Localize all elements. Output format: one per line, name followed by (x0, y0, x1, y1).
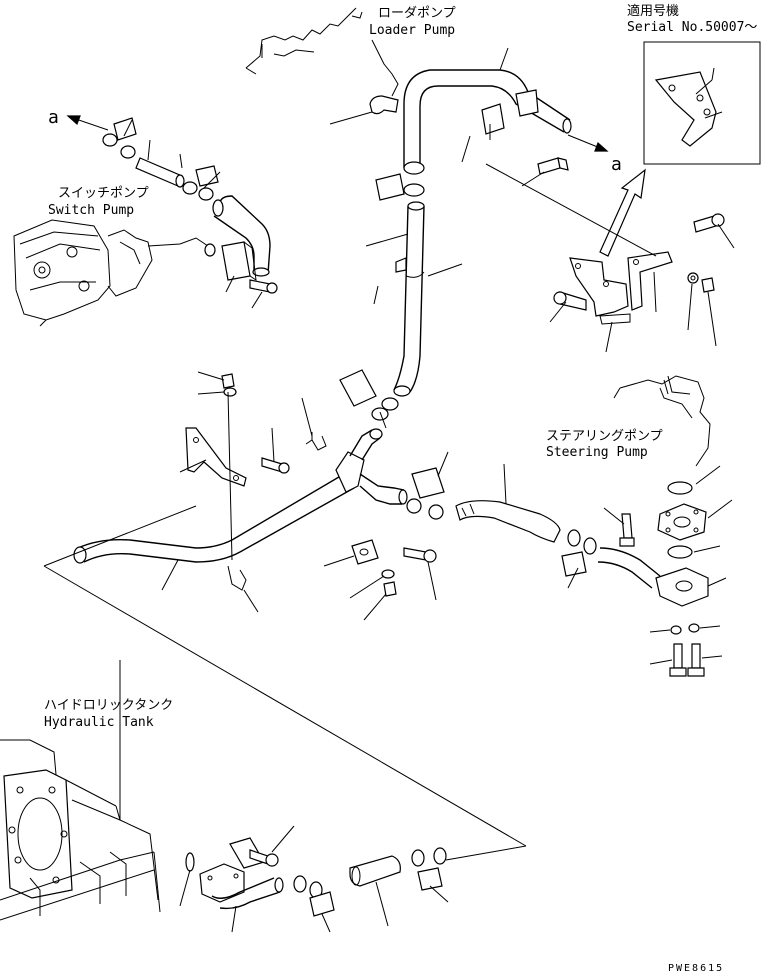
tube-clamp-main (351, 539, 379, 565)
elbow-tube-tank (211, 837, 284, 910)
washer-elbow (670, 623, 700, 635)
inset-pointer-arrow (599, 168, 646, 257)
main-suction-tube (73, 428, 408, 564)
steering-pump-label-en: Steering Pump (546, 445, 648, 460)
bolt-bracket-top (693, 213, 725, 233)
switch-pump-tube (212, 195, 271, 277)
elbow-steering-pump (597, 547, 709, 607)
washer-tube-clamp (381, 569, 395, 579)
flange-steering-pump (657, 503, 707, 541)
hydraulic-tank-label-jp: ハイドロリックタンク (44, 698, 173, 713)
clamp-tank-b (411, 847, 447, 891)
reference-mark-a-right: a (611, 154, 622, 175)
clamp-steering-b (561, 529, 597, 577)
hose-steering-pump (455, 500, 561, 543)
reference-mark-a-left: a (48, 107, 59, 128)
loader-pump-label-jp: ローダポンプ (378, 6, 456, 21)
switch-pump-body (13, 219, 216, 327)
hydraulic-tank (0, 739, 161, 921)
bolt-bracket-side (553, 291, 587, 311)
o-ring-lower (667, 545, 693, 559)
bolt-tube-clamp (403, 547, 437, 563)
steering-pump-label-jp: ステアリングポンプ (546, 429, 663, 444)
loader-pump-bracket (481, 89, 539, 140)
reference-arrow-right (567, 134, 609, 152)
washer-main-bracket (223, 387, 237, 397)
steering-bracket-assembly (569, 251, 673, 325)
leader-lines (43, 47, 735, 933)
flange-tank (199, 863, 245, 903)
washer-bracket (687, 272, 699, 284)
bolt-main-bracket (261, 457, 290, 474)
clamp-steering-a (406, 467, 445, 520)
main-tube-bracket (185, 427, 247, 487)
nut-bracket (701, 277, 715, 293)
clamp-tee-upper (339, 369, 399, 421)
bolt-flange-upper (619, 513, 635, 547)
clamp-switch-a (102, 117, 137, 159)
hose-switch-pump (135, 157, 185, 188)
clamp-switch-b (182, 165, 219, 201)
o-ring-upper (667, 481, 693, 495)
bolt-switch-block (249, 279, 278, 294)
drawing-code: PWE8615 (668, 963, 724, 974)
loader-pump-outline (245, 7, 399, 97)
u-bolt-main-tube (227, 565, 247, 591)
hose-tank (349, 855, 401, 887)
stud-line (227, 391, 233, 561)
switch-pump-label-en: Switch Pump (48, 203, 134, 218)
switch-pump-block (221, 241, 257, 282)
nut-tube-clamp (383, 581, 397, 597)
loader-pump-label-en: Loader Pump (369, 23, 455, 38)
steering-pump-body (613, 375, 711, 467)
gasket-tank (185, 852, 195, 872)
applicable-model-label: 適用号機 (627, 3, 679, 19)
u-clamp-tee (305, 432, 327, 451)
bolt-loader-bracket (537, 157, 569, 175)
elbow-fitting-loader (369, 95, 399, 115)
serial-number-label: Serial No.50007〜 (627, 20, 757, 35)
clamp-loader-upper (375, 161, 425, 201)
clamp-tank-a (293, 875, 335, 917)
hydraulic-tank-label-en: Hydraulic Tank (44, 715, 154, 730)
bolts-elbow (669, 643, 705, 677)
loader-supply-tube (393, 201, 425, 397)
reference-arrow-left (66, 115, 109, 131)
nut-main-bracket (221, 373, 235, 389)
switch-pump-label-jp: スイッチポンプ (58, 186, 149, 201)
serial-variant-inset (643, 41, 761, 165)
bolt-tank-flange (249, 849, 279, 867)
